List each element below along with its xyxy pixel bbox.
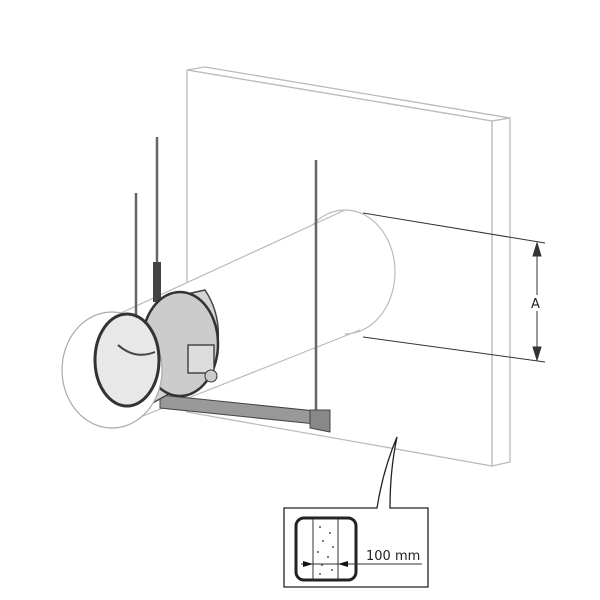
damper-blade bbox=[117, 344, 156, 356]
detail-callout bbox=[283, 436, 429, 588]
detail-thickness-label: 100 mm bbox=[366, 549, 420, 564]
rod-bracket bbox=[153, 262, 161, 302]
actuator bbox=[187, 344, 215, 374]
damper-inner bbox=[93, 312, 161, 408]
support-rail bbox=[159, 394, 331, 433]
dimension-a-label: A bbox=[531, 297, 540, 312]
